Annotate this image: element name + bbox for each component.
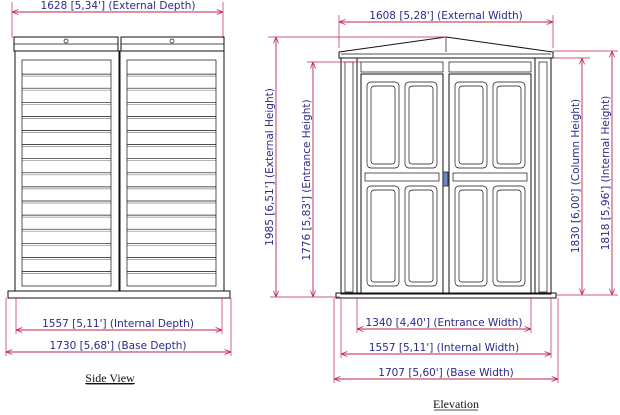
door-panel-inset	[496, 85, 522, 165]
base-depth-label: 1730 [5,68'] (Base Depth)	[50, 340, 187, 352]
door-panel	[404, 81, 438, 169]
entrance-width-dimension: 1340 [4,40'] (Entrance Width)	[356, 298, 532, 333]
internal-depth-dimension: 1557 [5,11'] (Internal Depth)	[15, 298, 223, 334]
elevation-shed	[335, 36, 557, 299]
column-height-label: 1830 [6,00'] (Column Height)	[570, 99, 582, 253]
door-panel	[492, 81, 526, 169]
door-panel-inset	[370, 189, 396, 283]
elevation-caption: Elevation	[433, 397, 479, 411]
base-width-dimension: 1707 [5,60'] (Base Width)	[333, 298, 559, 383]
entrance-height-label: 1776 [5,83'] (Entrance Height)	[301, 99, 313, 260]
door-panel	[404, 185, 438, 287]
door-panel-inset	[408, 189, 434, 283]
door-panel	[454, 81, 488, 169]
door-panel	[492, 185, 526, 287]
entrance-width-label: 1340 [4,40'] (Entrance Width)	[366, 317, 523, 329]
external-width-label: 1608 [5,28'] (External Width)	[369, 10, 522, 22]
side-view-caption: Side View	[85, 371, 135, 385]
door-panel-inset	[458, 189, 484, 283]
base-width-label: 1707 [5,60'] (Base Width)	[378, 367, 513, 379]
door-rail	[452, 172, 528, 182]
door-panel-inset	[458, 85, 484, 165]
door-panel	[454, 185, 488, 287]
column-height-dimension: 1830 [6,00'] (Column Height)	[553, 57, 590, 295]
side-view: 1628 [5,34'] (External Depth)	[5, 0, 232, 385]
door-rail	[364, 172, 440, 182]
external-depth-dimension: 1628 [5,34'] (External Depth)	[11, 0, 224, 38]
internal-depth-label: 1557 [5,11'] (Internal Depth)	[42, 318, 194, 330]
door-panel-inset	[370, 85, 396, 165]
internal-width-dimension: 1557 [5,11'] (Internal Width)	[340, 298, 552, 358]
door-panel	[366, 81, 400, 169]
external-height-dimension: 1985 [6,51'] (External Height)	[264, 36, 446, 297]
base-depth-dimension: 1730 [5,68'] (Base Depth)	[5, 298, 232, 356]
door-panel-inset	[408, 85, 434, 165]
internal-height-label: 1818 [5,96'] (Internal Height)	[600, 96, 612, 251]
door-handle-icon	[442, 171, 449, 187]
external-depth-label: 1628 [5,34'] (External Depth)	[41, 0, 196, 12]
external-width-dimension: 1608 [5,28'] (External Width)	[338, 10, 554, 48]
door-panel-inset	[496, 189, 522, 283]
internal-width-label: 1557 [5,11'] (Internal Width)	[369, 342, 519, 354]
external-height-label: 1985 [6,51'] (External Height)	[264, 88, 276, 246]
elevation-view: 1608 [5,28'] (External Width)	[264, 10, 618, 411]
entrance-height-dimension: 1776 [5,83'] (Entrance Height)	[270, 61, 361, 298]
internal-height-dimension: 1818 [5,96'] (Internal Height)	[553, 50, 618, 296]
door-panel	[366, 185, 400, 287]
side-view-shed	[7, 36, 231, 299]
